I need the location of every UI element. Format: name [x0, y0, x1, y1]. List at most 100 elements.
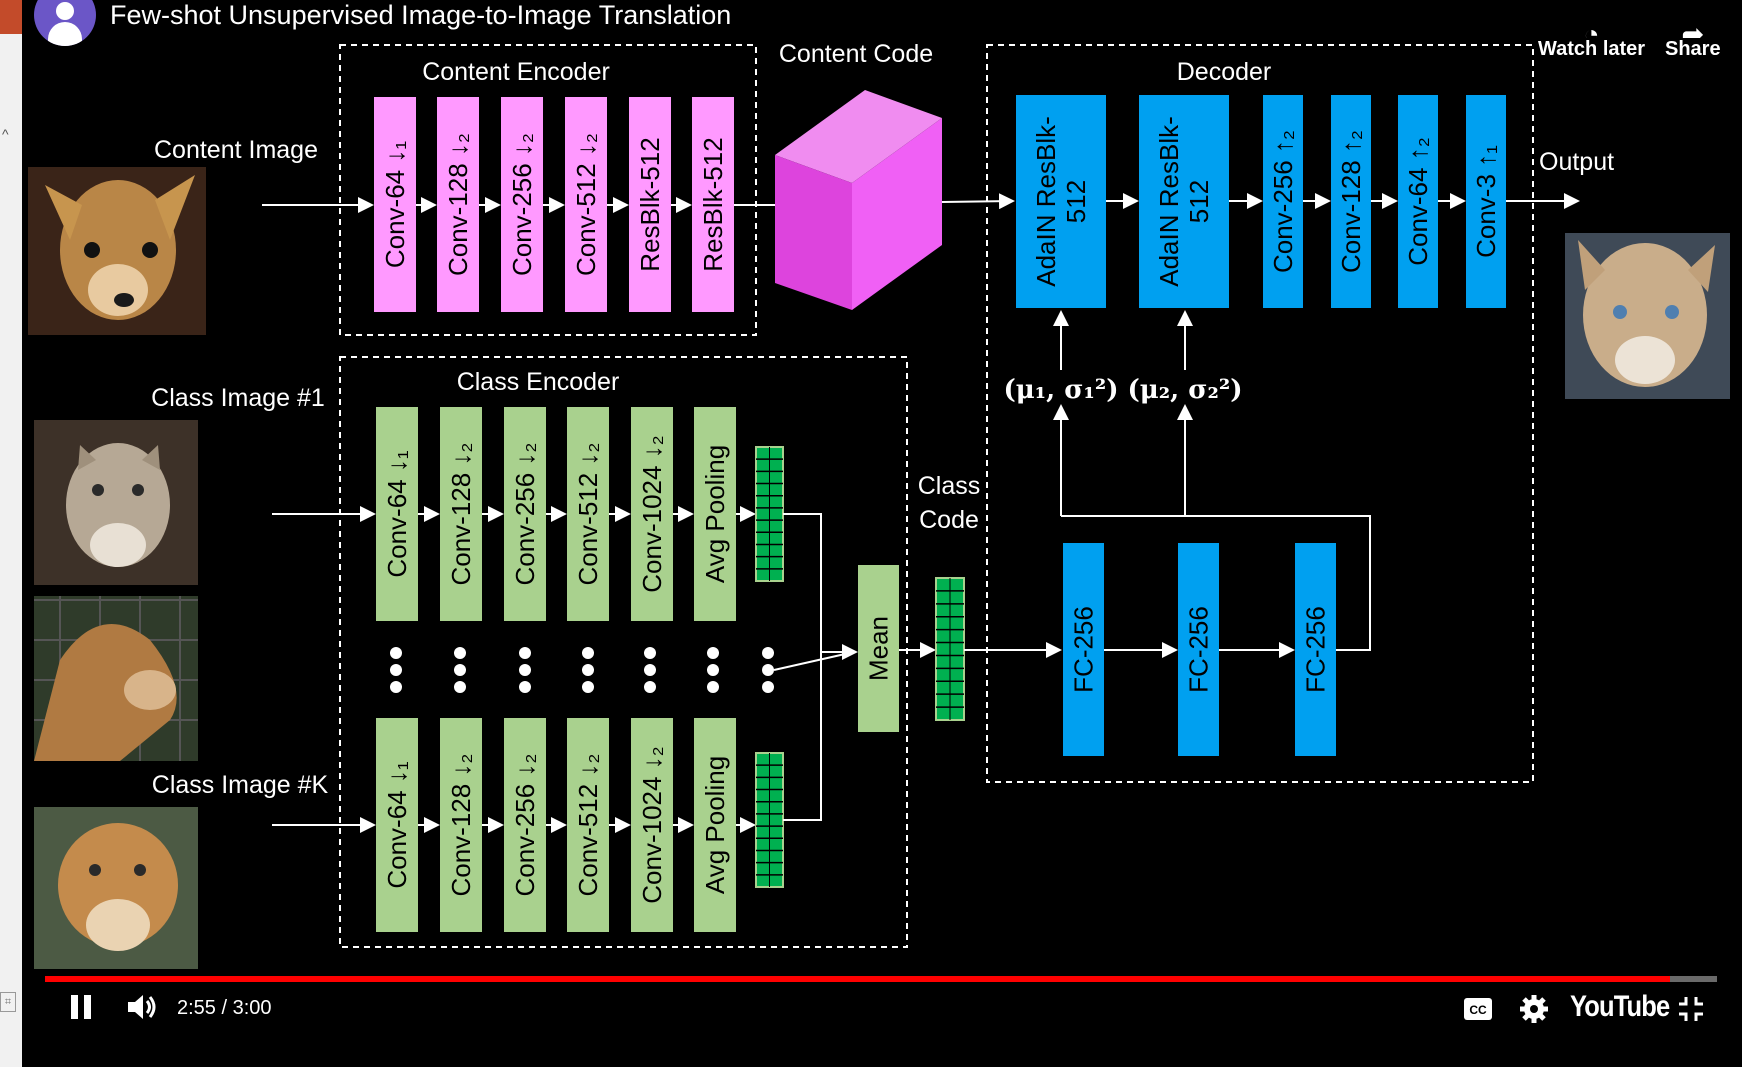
- adain-param-2: (μ₂, σ₂²): [1127, 375, 1242, 405]
- content-layer-4-rect: [565, 97, 607, 312]
- sidebar-expand-icon[interactable]: ⌗: [0, 992, 16, 1012]
- class-image-2-cougar: [34, 596, 198, 761]
- class-layer-k-3-rect: [504, 718, 546, 932]
- content-encoder-title: Content Encoder: [422, 58, 610, 86]
- exit-fullscreen-icon[interactable]: [1677, 995, 1705, 1023]
- settings-icon[interactable]: [1519, 994, 1549, 1024]
- progress-played[interactable]: [45, 976, 1671, 982]
- class-layer-1-6-label: Avg Pooling: [700, 445, 730, 583]
- play-pause-icon[interactable]: [68, 992, 94, 1022]
- captions-icon[interactable]: CC: [1463, 997, 1493, 1021]
- fc-layer-2-label: FC-256: [1184, 606, 1214, 693]
- class-encoder-box: [339, 356, 908, 948]
- class-layer-1-6-rect: [694, 407, 736, 621]
- decoder-conv-3: Conv-64 ↑₂: [1398, 95, 1438, 308]
- decoder-adain-2-rect: [1139, 95, 1229, 308]
- fc-layer-3-label: FC-256: [1301, 606, 1331, 693]
- class-code-label-line1: Class: [918, 472, 981, 500]
- fc-output-branch: [1061, 515, 1371, 651]
- ellipsis-dot: [707, 647, 719, 659]
- ellipsis-dot: [762, 664, 774, 676]
- ellipsis-dot: [582, 681, 594, 693]
- class-layer-1-1-rect: [376, 407, 418, 621]
- class-layer-k-4-label: Conv-512 ↓₂: [573, 753, 603, 896]
- ellipsis-dot: [390, 647, 402, 659]
- class-encoder-title: Class Encoder: [457, 368, 620, 396]
- class-layer-k-6-label: Avg Pooling: [700, 756, 730, 894]
- class-layer-1-2-label: Conv-128 ↓₂: [446, 442, 476, 585]
- decoder-adain-1-label: 512: [1061, 180, 1091, 223]
- content-image-dog: [28, 167, 206, 335]
- class-layer-k-2-label: Conv-128 ↓₂: [446, 753, 476, 896]
- decoder-conv-4-label: Conv-3 ↑₁: [1471, 145, 1501, 258]
- fc-layer-3: FC-256: [1295, 543, 1336, 756]
- decoder-conv-2-label: Conv-128 ↑₂: [1336, 130, 1366, 273]
- decoder-conv-1-rect: [1263, 95, 1303, 308]
- class-image-k-cougar: [34, 807, 198, 969]
- class-layer-k-3-label: Conv-256 ↓₂: [510, 753, 540, 896]
- content-code-cube: [775, 90, 942, 310]
- share-button[interactable]: ➦ Share: [1665, 24, 1721, 61]
- class-layer-1-1-label: Conv-64 ↓₁: [382, 450, 412, 577]
- time-display: 2:55 / 3:00: [177, 997, 272, 1019]
- share-label: Share: [1665, 38, 1721, 60]
- ellipsis-dot: [582, 647, 594, 659]
- code-to-decoder: [941, 193, 1015, 210]
- youtube-logo[interactable]: YouTube: [1570, 990, 1670, 1023]
- code1-to-mean: [783, 513, 858, 660]
- ellipsis-dot: [454, 664, 466, 676]
- class-layer-1-3-label: Conv-256 ↓₂: [510, 442, 540, 585]
- ellipsis-dot: [707, 664, 719, 676]
- class-layer-1-4: Conv-512 ↓₂: [567, 407, 609, 621]
- video-title[interactable]: Few-shot Unsupervised Image-to-Image Tra…: [110, 0, 732, 30]
- fc-layer-2: FC-256: [1178, 543, 1219, 756]
- decoder-conv-4-rect: [1466, 95, 1506, 308]
- content-layer-2: Conv-128 ↓₂: [437, 97, 479, 312]
- ellipsis-dot: [390, 664, 402, 676]
- content-layer-2-rect: [437, 97, 479, 312]
- decoder-adain-1: AdaIN ResBlk-512: [1016, 95, 1106, 308]
- class-layer-k-1: Conv-64 ↓₁: [376, 718, 418, 932]
- mean-box-rect: [858, 565, 899, 732]
- decoder-conv-2: Conv-128 ↑₂: [1331, 95, 1371, 308]
- class-code-vector: [935, 577, 965, 721]
- decoder-conv-2-rect: [1331, 95, 1371, 308]
- clock-icon: ◔: [1538, 24, 1645, 38]
- collapse-caret-icon[interactable]: ^: [2, 126, 9, 142]
- class-layer-k-4-rect: [567, 718, 609, 932]
- sidebar-tab-marker: [0, 0, 22, 34]
- avatar-body: [48, 22, 82, 46]
- decoder-conv-4: Conv-3 ↑₁: [1466, 95, 1506, 308]
- class-layer-k-5-rect: [631, 718, 673, 932]
- ellipsis-dot: [390, 681, 402, 693]
- content-layer-3-rect: [501, 97, 543, 312]
- content-layer-5-rect: [629, 97, 671, 312]
- content-layer-1-label: Conv-64 ↓₁: [380, 141, 410, 268]
- class-layer-1-4-rect: [567, 407, 609, 621]
- ellipsis-dot: [519, 681, 531, 693]
- watch-later-button[interactable]: ◔ Watch later: [1538, 24, 1645, 61]
- decoder-conv-1: Conv-256 ↑₂: [1263, 95, 1303, 308]
- channel-avatar[interactable]: [34, 0, 96, 46]
- class-layer-1-4-label: Conv-512 ↓₂: [573, 442, 603, 585]
- decoder-adain-2-label: 512: [1184, 180, 1214, 223]
- ellipsis-dot: [644, 647, 656, 659]
- class-image-1-cougar: [34, 420, 198, 585]
- browser-sidebar: ^ ⌗: [0, 0, 22, 1067]
- ellipsis-dot: [582, 664, 594, 676]
- ellipsis-dot: [762, 647, 774, 659]
- ellipsis-dot: [454, 681, 466, 693]
- content-encoder-box: [339, 44, 757, 336]
- ellipsis-dot: [519, 664, 531, 676]
- class-layer-1-6: Avg Pooling: [694, 407, 736, 621]
- class-layer-k-4: Conv-512 ↓₂: [567, 718, 609, 932]
- output-label: Output: [1539, 148, 1614, 176]
- class-layer-1-5-label: Conv-1024 ↓₂: [637, 435, 667, 593]
- volume-icon[interactable]: [126, 992, 160, 1022]
- class-layer-1-2: Conv-128 ↓₂: [440, 407, 482, 621]
- class-layer-k-6: Avg Pooling: [694, 718, 736, 932]
- fc-layer-2-rect: [1178, 543, 1219, 756]
- class-layer-1-5: Conv-1024 ↓₂: [631, 407, 673, 621]
- decoder-title: Decoder: [1177, 58, 1272, 86]
- class-layer-k-2: Conv-128 ↓₂: [440, 718, 482, 932]
